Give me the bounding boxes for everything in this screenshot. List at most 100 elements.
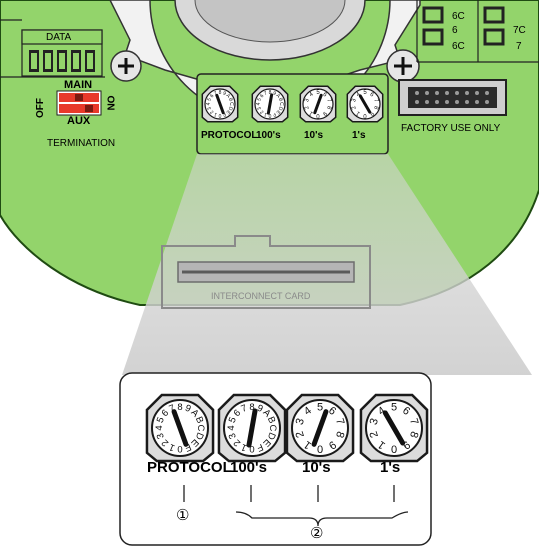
termination-dip-switch (56, 90, 102, 116)
small-switch-1s-digit: 0 (363, 112, 367, 118)
small-switch-protocol-digit: 4 (206, 102, 212, 105)
data-connector (0, 19, 105, 78)
small-switch-100s-digit: 1 (263, 111, 268, 118)
large-switch-100s-digit: D (265, 431, 278, 442)
small-switch-100s-digit: F (272, 111, 277, 118)
small-switch-protocol-digit: 3 (206, 106, 213, 111)
small-switch-protocol-digit: 5 (206, 97, 213, 102)
large-switch-10s-digit: 3 (294, 417, 307, 427)
connector-label-5: 7 (516, 41, 522, 52)
small-switch-100s-digit: 7 (263, 90, 268, 97)
large-switch-100s-digit: 9 (255, 403, 264, 415)
connector-label-3: 6C (452, 41, 465, 52)
large-switch-protocol-digit: D (193, 431, 206, 442)
small-switch-10s-digit: 8 (325, 105, 332, 111)
large-switch-100s-digit: 7 (240, 403, 249, 415)
large-switch-100s-digit: 8 (249, 402, 254, 413)
large-switch-1s-digit: 8 (407, 430, 420, 440)
large-switch-protocol-digit: 0 (177, 443, 182, 454)
right-top-connectors (416, 0, 539, 63)
large-switch-100s-digit: 3 (227, 431, 239, 440)
small-switch-100s-digit: 8 (269, 90, 272, 96)
small-switch-10s-digit: 7 (325, 98, 332, 104)
screw-right (386, 49, 420, 83)
large-switch-10s-digit: 0 (317, 443, 323, 455)
small-switch-100s-digit: D (277, 105, 284, 111)
large-protocol-label: PROTOCOL (147, 459, 232, 476)
on-label: ON (104, 95, 116, 111)
small-1s-label: 1's (352, 130, 366, 141)
interconnect-card (161, 235, 371, 309)
large-switch-10s-digit: 2 (294, 430, 307, 440)
off-label: OFF (35, 98, 46, 118)
small-switch-1s-digit: 9 (368, 110, 375, 117)
factory-header (398, 79, 507, 116)
small-switch-10s-digit: 9 (321, 110, 328, 117)
large-switch-protocol-digit: 4 (154, 425, 165, 430)
large-switch-100s-digit: 5 (227, 416, 239, 425)
small-switch-10s-digit: 5 (316, 90, 320, 96)
large-10s-label: 10's (302, 459, 331, 476)
large-switch-protocol-digit: 7 (168, 403, 177, 415)
large-switch-10s-pointer (311, 409, 329, 447)
termination-label: TERMINATION (47, 138, 116, 149)
small-switch-1s-pointer (358, 94, 372, 114)
large-switch-1s-digit: 5 (391, 401, 397, 413)
large-switch-protocol-digit: 2 (160, 437, 172, 449)
large-switch-100s-digit: C (267, 425, 278, 432)
large-switch-100s-digit: 1 (240, 441, 249, 453)
small-switch-10s-digit: 3 (304, 97, 311, 103)
connector-label-4: 7C (513, 25, 526, 36)
small-switch-100s-digit: 9 (272, 90, 277, 97)
large-switch-1s-pointer (382, 410, 406, 446)
main-label: MAIN (64, 79, 93, 91)
small-switch-protocol-digit: A (225, 93, 232, 100)
small-switch-protocol-digit: 8 (219, 90, 222, 96)
small-switch-100s-digit: C (278, 102, 284, 106)
small-switch-protocol-digit: 0 (218, 112, 221, 118)
large-switch-1s-digit: 7 (407, 417, 420, 427)
small-switch-1s-digit: 4 (355, 91, 362, 98)
small-switch-protocol-digit: B (227, 97, 234, 103)
small-switch-100s-digit: 3 (256, 106, 263, 111)
large-100s-label: 100's (230, 459, 267, 476)
large-1s-label: 1's (380, 459, 401, 476)
small-switch-1s-digit: 2 (351, 104, 358, 110)
small-switch-100s-digit: 5 (256, 97, 263, 102)
large-switch-10s-digit: 7 (333, 417, 346, 427)
small-switch-10s-digit: 0 (316, 112, 320, 118)
large-switch-protocol-digit: B (193, 415, 206, 425)
large-switch-protocol-digit: 9 (183, 403, 192, 415)
large-switch-protocol-digit: 5 (155, 416, 167, 425)
factory-use-label: FACTORY USE ONLY (401, 123, 501, 134)
small-switch-1s-digit: 1 (355, 109, 362, 116)
small-switch-protocol-digit: 2 (209, 109, 215, 115)
circuit-board (0, 0, 539, 306)
large-switch-10s-digit: 5 (317, 401, 323, 413)
small-switch-protocol-digit: 9 (222, 90, 227, 97)
large-switch-1s-digit: 2 (368, 430, 381, 440)
small-switch-1s-digit: 5 (363, 90, 367, 96)
small-protocol-label: PROTOCOL (201, 130, 258, 141)
small-switch-protocol-digit: E (224, 109, 231, 116)
small-switch-10s-digit: 4 (308, 91, 315, 98)
small-switch-10s-pointer (313, 93, 323, 115)
large-switch-protocol-digit: C (195, 425, 206, 432)
connector-label-1: 6C (452, 11, 465, 22)
large-switch-protocol-digit: 1 (168, 441, 177, 453)
callout-1: ① (176, 507, 190, 524)
small-switch-protocol-digit: 7 (213, 90, 218, 97)
aux-label: AUX (67, 115, 91, 127)
large-switch-protocol-digit: 8 (177, 402, 182, 413)
small-switch-1s-digit: 3 (351, 97, 358, 103)
small-switch-protocol-digit: F (222, 111, 227, 118)
small-switch-100s-digit: 4 (256, 102, 262, 105)
callout-2: ② (310, 525, 324, 542)
